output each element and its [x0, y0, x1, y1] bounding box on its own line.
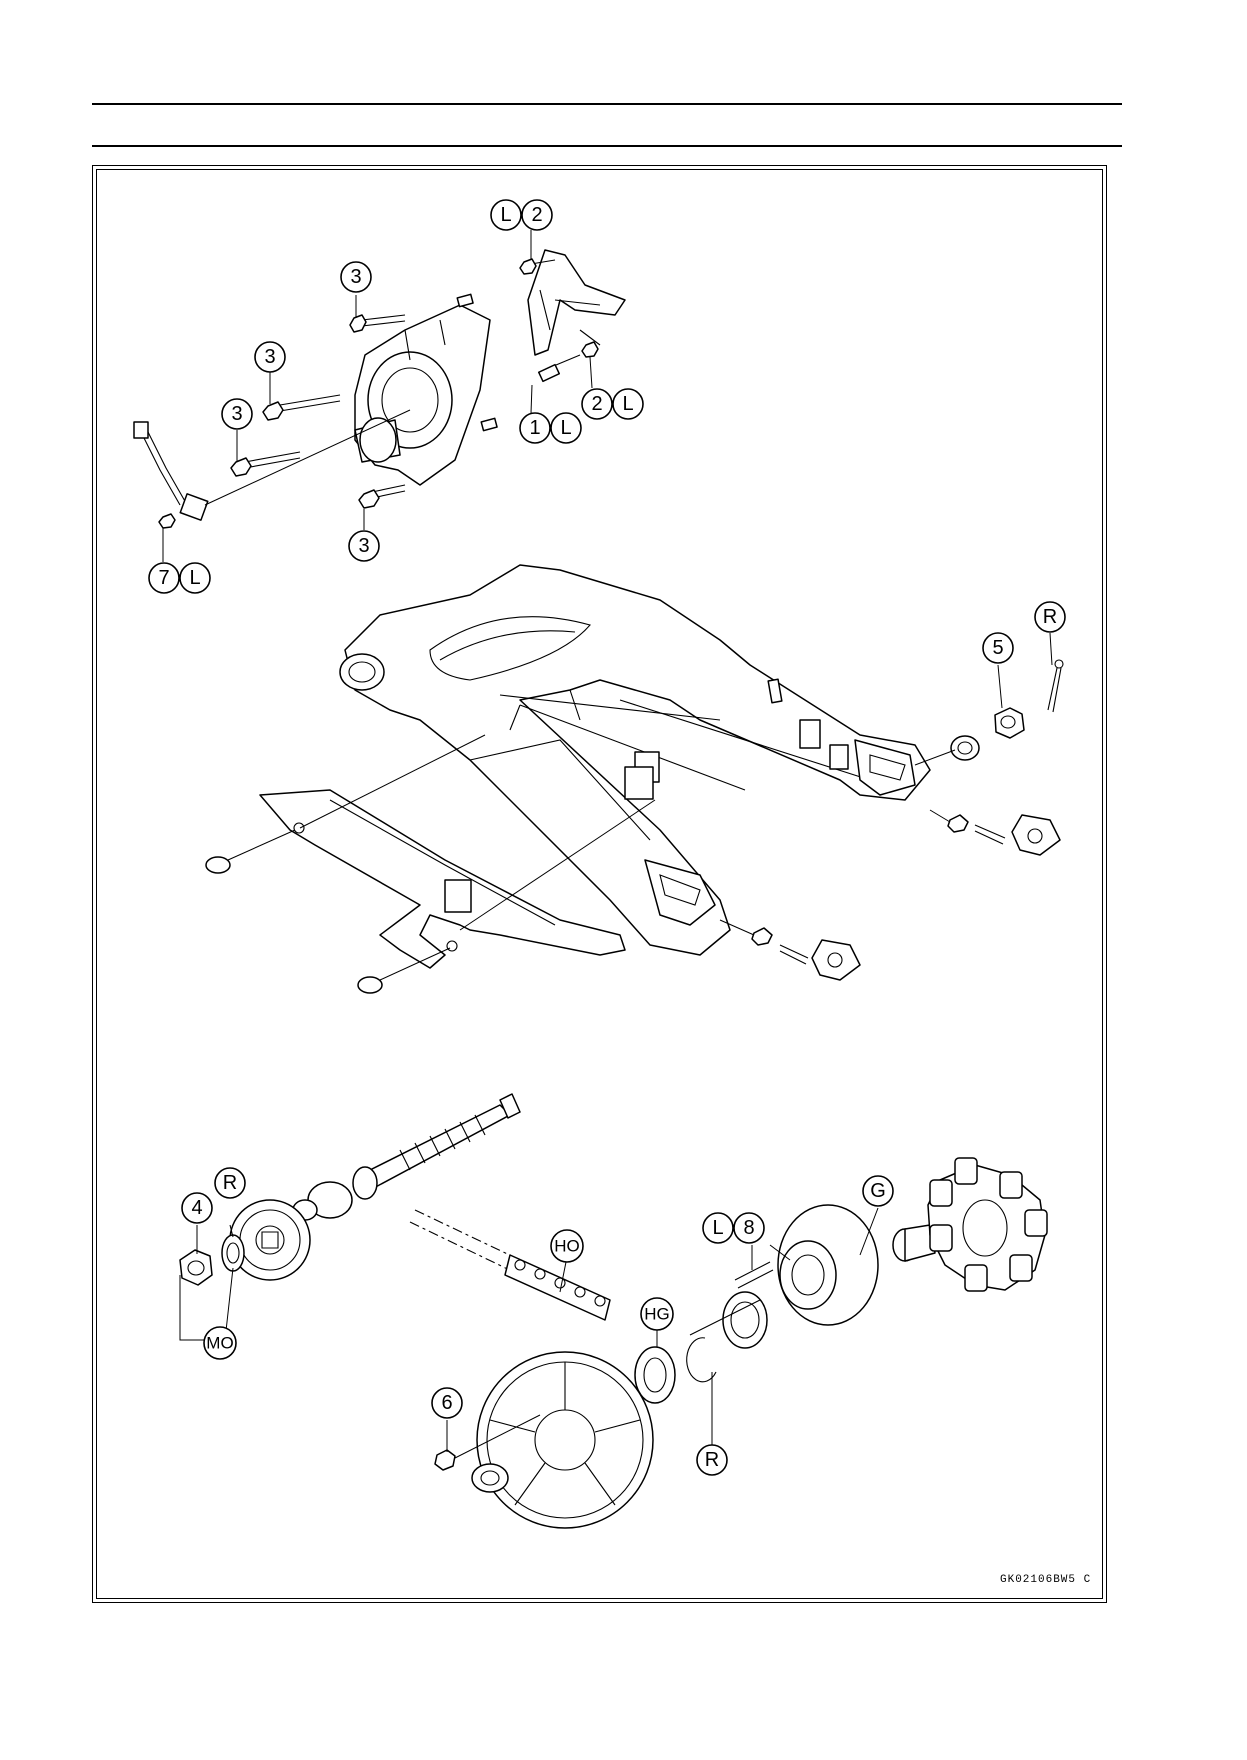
callout-text: L	[500, 204, 511, 226]
callout-R-left: R	[214, 1167, 246, 1199]
callout-text: 3	[358, 535, 369, 557]
callout-3-b: 3	[254, 341, 286, 373]
chain-adjuster-left	[719, 919, 861, 981]
callout-text: G	[870, 1180, 886, 1202]
callout-R-bottom: R	[696, 1444, 728, 1476]
callout-text: L	[712, 1217, 723, 1239]
callout-text: L	[622, 393, 633, 415]
callout-text: L	[560, 417, 571, 439]
chain-guide-bracket	[519, 249, 626, 383]
figure-frame	[92, 165, 1107, 1603]
bearing	[722, 1291, 768, 1349]
callout-4: 4	[181, 1192, 213, 1224]
callout-R-top: R	[1034, 601, 1066, 633]
callout-2-L: 2 L	[581, 388, 644, 420]
callout-text: 8	[743, 1217, 754, 1239]
stud-bolt	[734, 1261, 774, 1289]
front-sprocket	[229, 1199, 311, 1281]
callout-text: 3	[350, 266, 361, 288]
callout-7-L: 7 L	[148, 562, 211, 594]
chain-cover	[205, 734, 656, 994]
callout-3-d: 3	[348, 530, 380, 562]
callout-3-c: 3	[221, 398, 253, 430]
figure-frame-inner	[96, 169, 1103, 1599]
sprocket-cover-assembly	[230, 293, 498, 509]
rear-sprocket	[476, 1351, 654, 1529]
callout-text: MO	[206, 1334, 233, 1353]
callout-3-a: 3	[340, 261, 372, 293]
oil-seal	[634, 1346, 676, 1404]
callout-text: 1	[529, 417, 540, 439]
callout-text: 5	[992, 637, 1003, 659]
cotter-pin	[1047, 659, 1064, 713]
front-sprocket-nut-washer	[179, 1234, 245, 1286]
callout-text: R	[705, 1449, 719, 1471]
callout-text: 2	[531, 204, 542, 226]
coupling-sleeve	[892, 1224, 936, 1262]
header-rule-top	[92, 103, 1122, 105]
callout-text: 3	[264, 346, 275, 368]
callout-L-2-top: L 2	[490, 199, 553, 231]
speed-sensor	[133, 409, 411, 529]
drawing-code: GK02106BW5 C	[1000, 1574, 1092, 1586]
callout-5: 5	[982, 632, 1014, 664]
callout-text: HG	[644, 1305, 670, 1324]
callout-text: 2	[591, 393, 602, 415]
callout-6: 6	[431, 1387, 463, 1419]
swingarm	[339, 564, 931, 956]
coupling-hub	[689, 1204, 879, 1336]
rubber-damper	[927, 1157, 1048, 1292]
callout-text: R	[223, 1172, 237, 1194]
callout-HO: HO	[550, 1229, 584, 1263]
callout-text: 6	[441, 1392, 452, 1414]
callout-text: 4	[191, 1197, 202, 1219]
callout-text: 7	[158, 567, 169, 589]
chain-adjuster-right	[929, 809, 1061, 856]
output-shaft	[292, 1093, 521, 1221]
callout-L-8: L 8	[702, 1212, 765, 1244]
header-rule-bottom	[92, 145, 1122, 147]
rear-sprocket-nut	[434, 1414, 541, 1493]
circlip	[686, 1337, 717, 1383]
callout-text: R	[1043, 606, 1057, 628]
drive-chain	[409, 1209, 611, 1321]
callout-HG: HG	[640, 1297, 674, 1331]
callout-text: L	[189, 567, 200, 589]
callout-leaders	[162, 230, 1053, 1452]
callout-1-L: 1 L	[519, 412, 582, 444]
callout-text: 3	[231, 403, 242, 425]
callout-MO: MO	[203, 1326, 237, 1360]
callout-text: HO	[554, 1237, 580, 1256]
axle-nut-and-washer	[914, 707, 1025, 766]
callout-G: G	[862, 1175, 894, 1207]
